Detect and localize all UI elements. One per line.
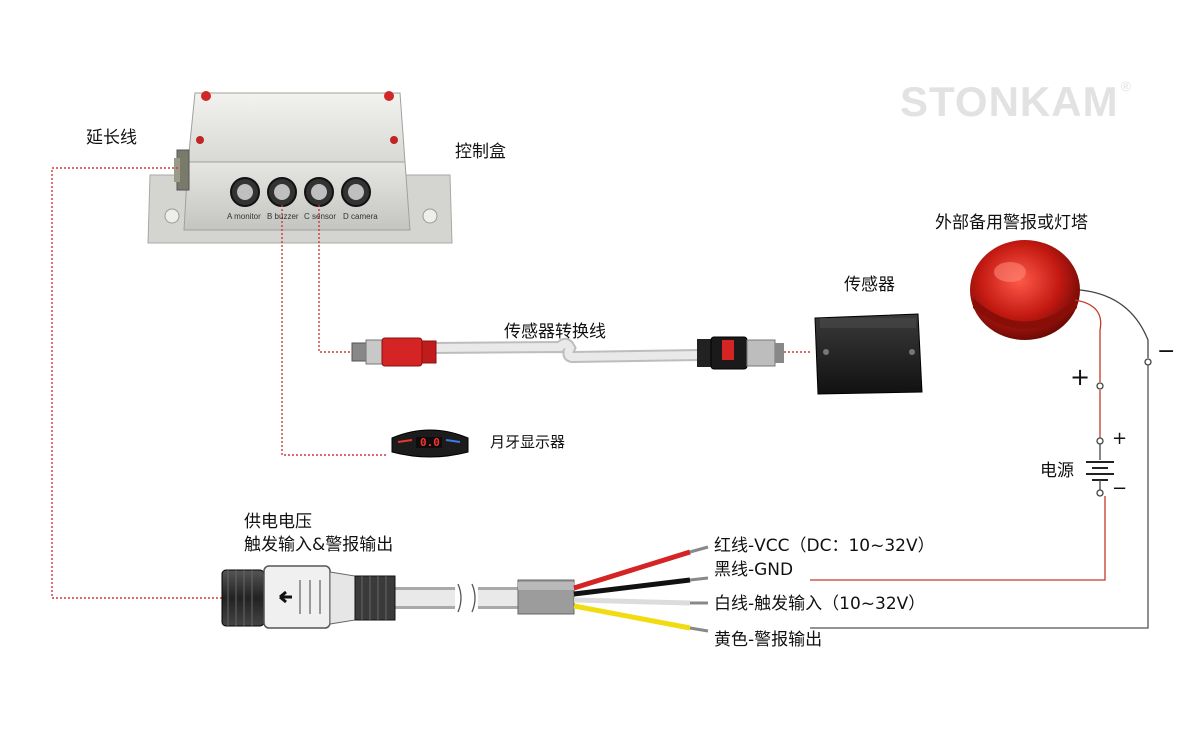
label-sensor: 传感器	[844, 275, 895, 295]
label-bluetooth-display: 月牙显示器	[490, 433, 566, 451]
label-power-source: 电源	[1040, 461, 1074, 481]
label-yellow-wire: 黄色-警报输出	[714, 630, 823, 650]
alarm-beacon	[970, 240, 1080, 340]
port-label-d: D camera	[343, 212, 378, 221]
label-black-wire: 黑线-GND	[714, 560, 794, 580]
label-white-wire: 白线-触发输入（10~32V）	[714, 594, 926, 614]
label-extension-cable: 延长线	[86, 128, 137, 148]
port-label-b: B buzzer	[267, 212, 299, 221]
power-harness	[221, 545, 709, 633]
label-plus: +	[1070, 363, 1091, 391]
brand-watermark: STONKAM®	[900, 78, 1132, 125]
label-battery-plus: +	[1112, 428, 1128, 449]
control-box	[147, 91, 453, 244]
label-minus: −	[1157, 339, 1176, 364]
label-supply-voltage: 供电电压	[244, 512, 312, 532]
label-external-alarm: 外部备用警报或灯塔	[935, 213, 1088, 233]
display-digits: 0.0	[420, 436, 440, 449]
label-sensor-adapter-cable: 传感器转换线	[504, 322, 606, 342]
port-label-c: C sensor	[304, 212, 337, 221]
power-wiring	[810, 289, 1152, 629]
bluetooth-display	[391, 429, 469, 458]
port-label-a: A monitor	[227, 212, 261, 221]
sensor-device	[814, 313, 923, 395]
label-control-box: 控制盒	[455, 142, 506, 162]
label-red-wire: 红线-VCC（DC：10~32V）	[714, 536, 935, 556]
label-trigger-alarm: 触发输入&警报输出	[244, 535, 394, 555]
label-battery-minus: −	[1112, 478, 1128, 499]
dotted-links	[51, 167, 812, 599]
sensor-adapter-cable	[351, 336, 784, 370]
